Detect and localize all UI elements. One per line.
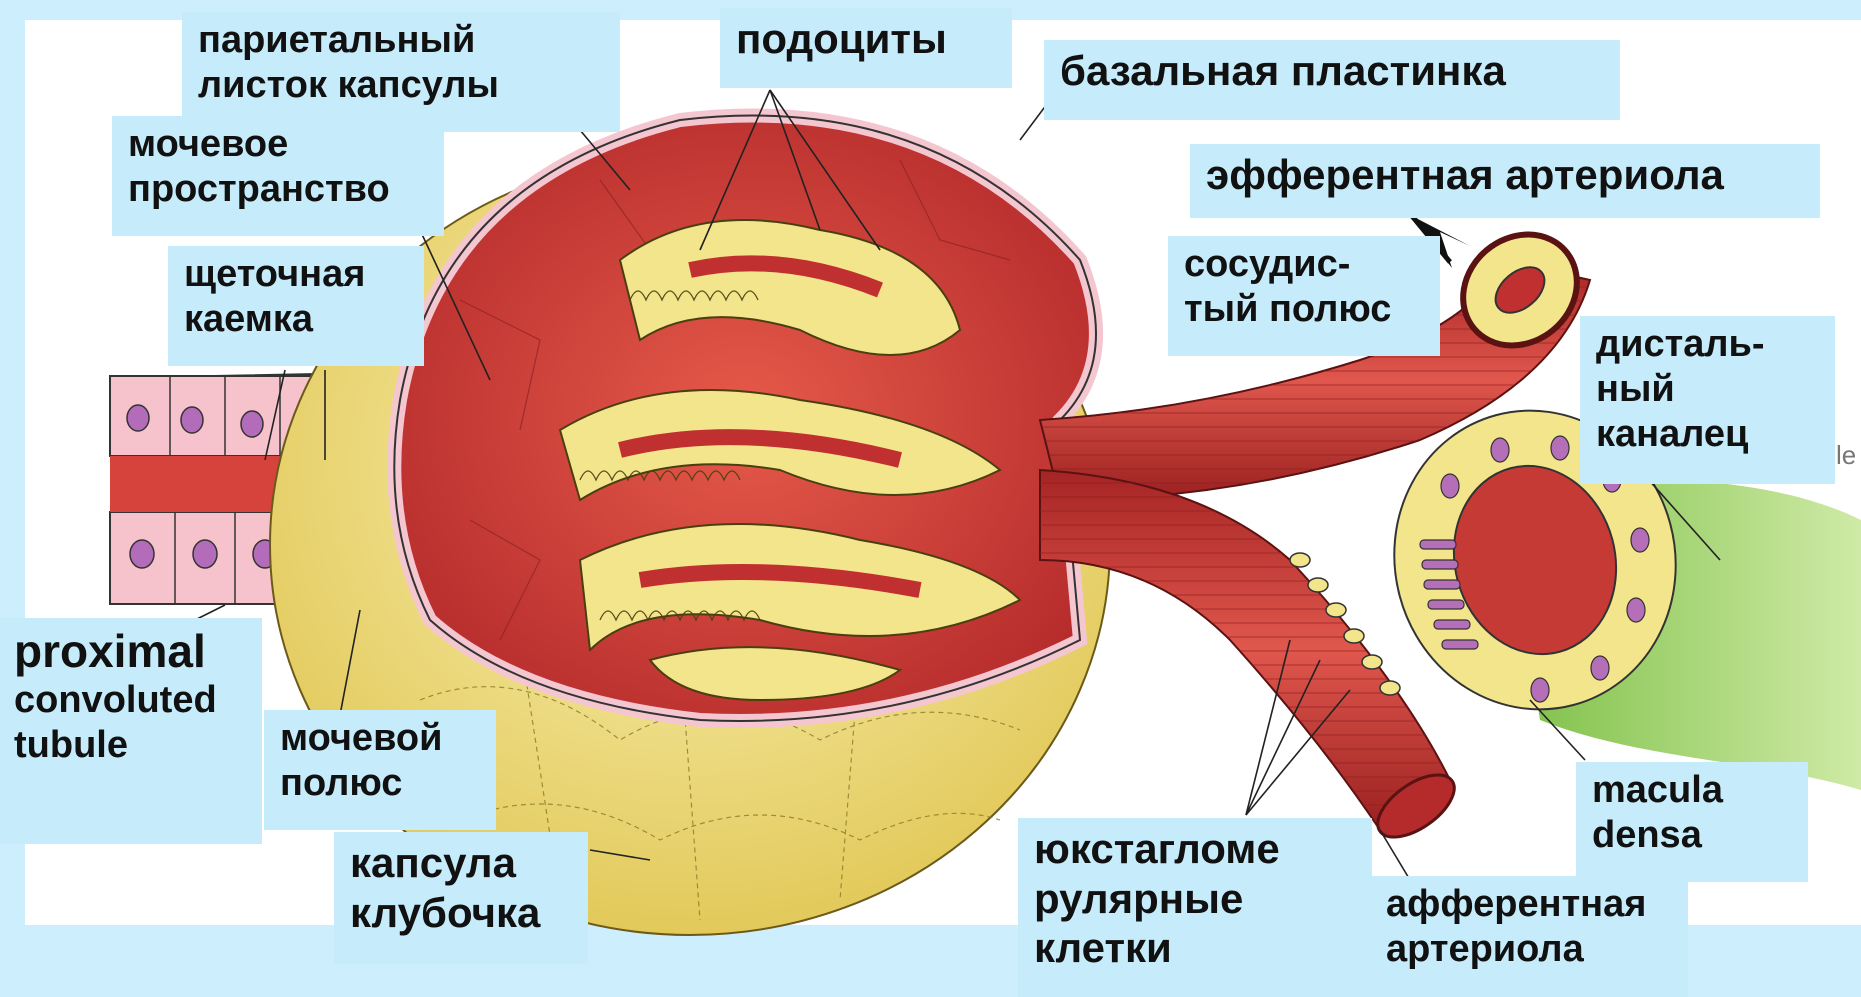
label-podocytes: подоциты [720,8,1012,88]
label-proximal-tubule: proximal convoluted tubule [0,618,262,844]
stray-text-fragment: le [1836,440,1856,471]
label-basal-lamina: базальная пластинка [1044,40,1620,120]
label-efferent-arteriole: эфферентная артериола [1190,144,1820,218]
label-vascular-pole: сосудис-тый полюс [1168,236,1440,356]
